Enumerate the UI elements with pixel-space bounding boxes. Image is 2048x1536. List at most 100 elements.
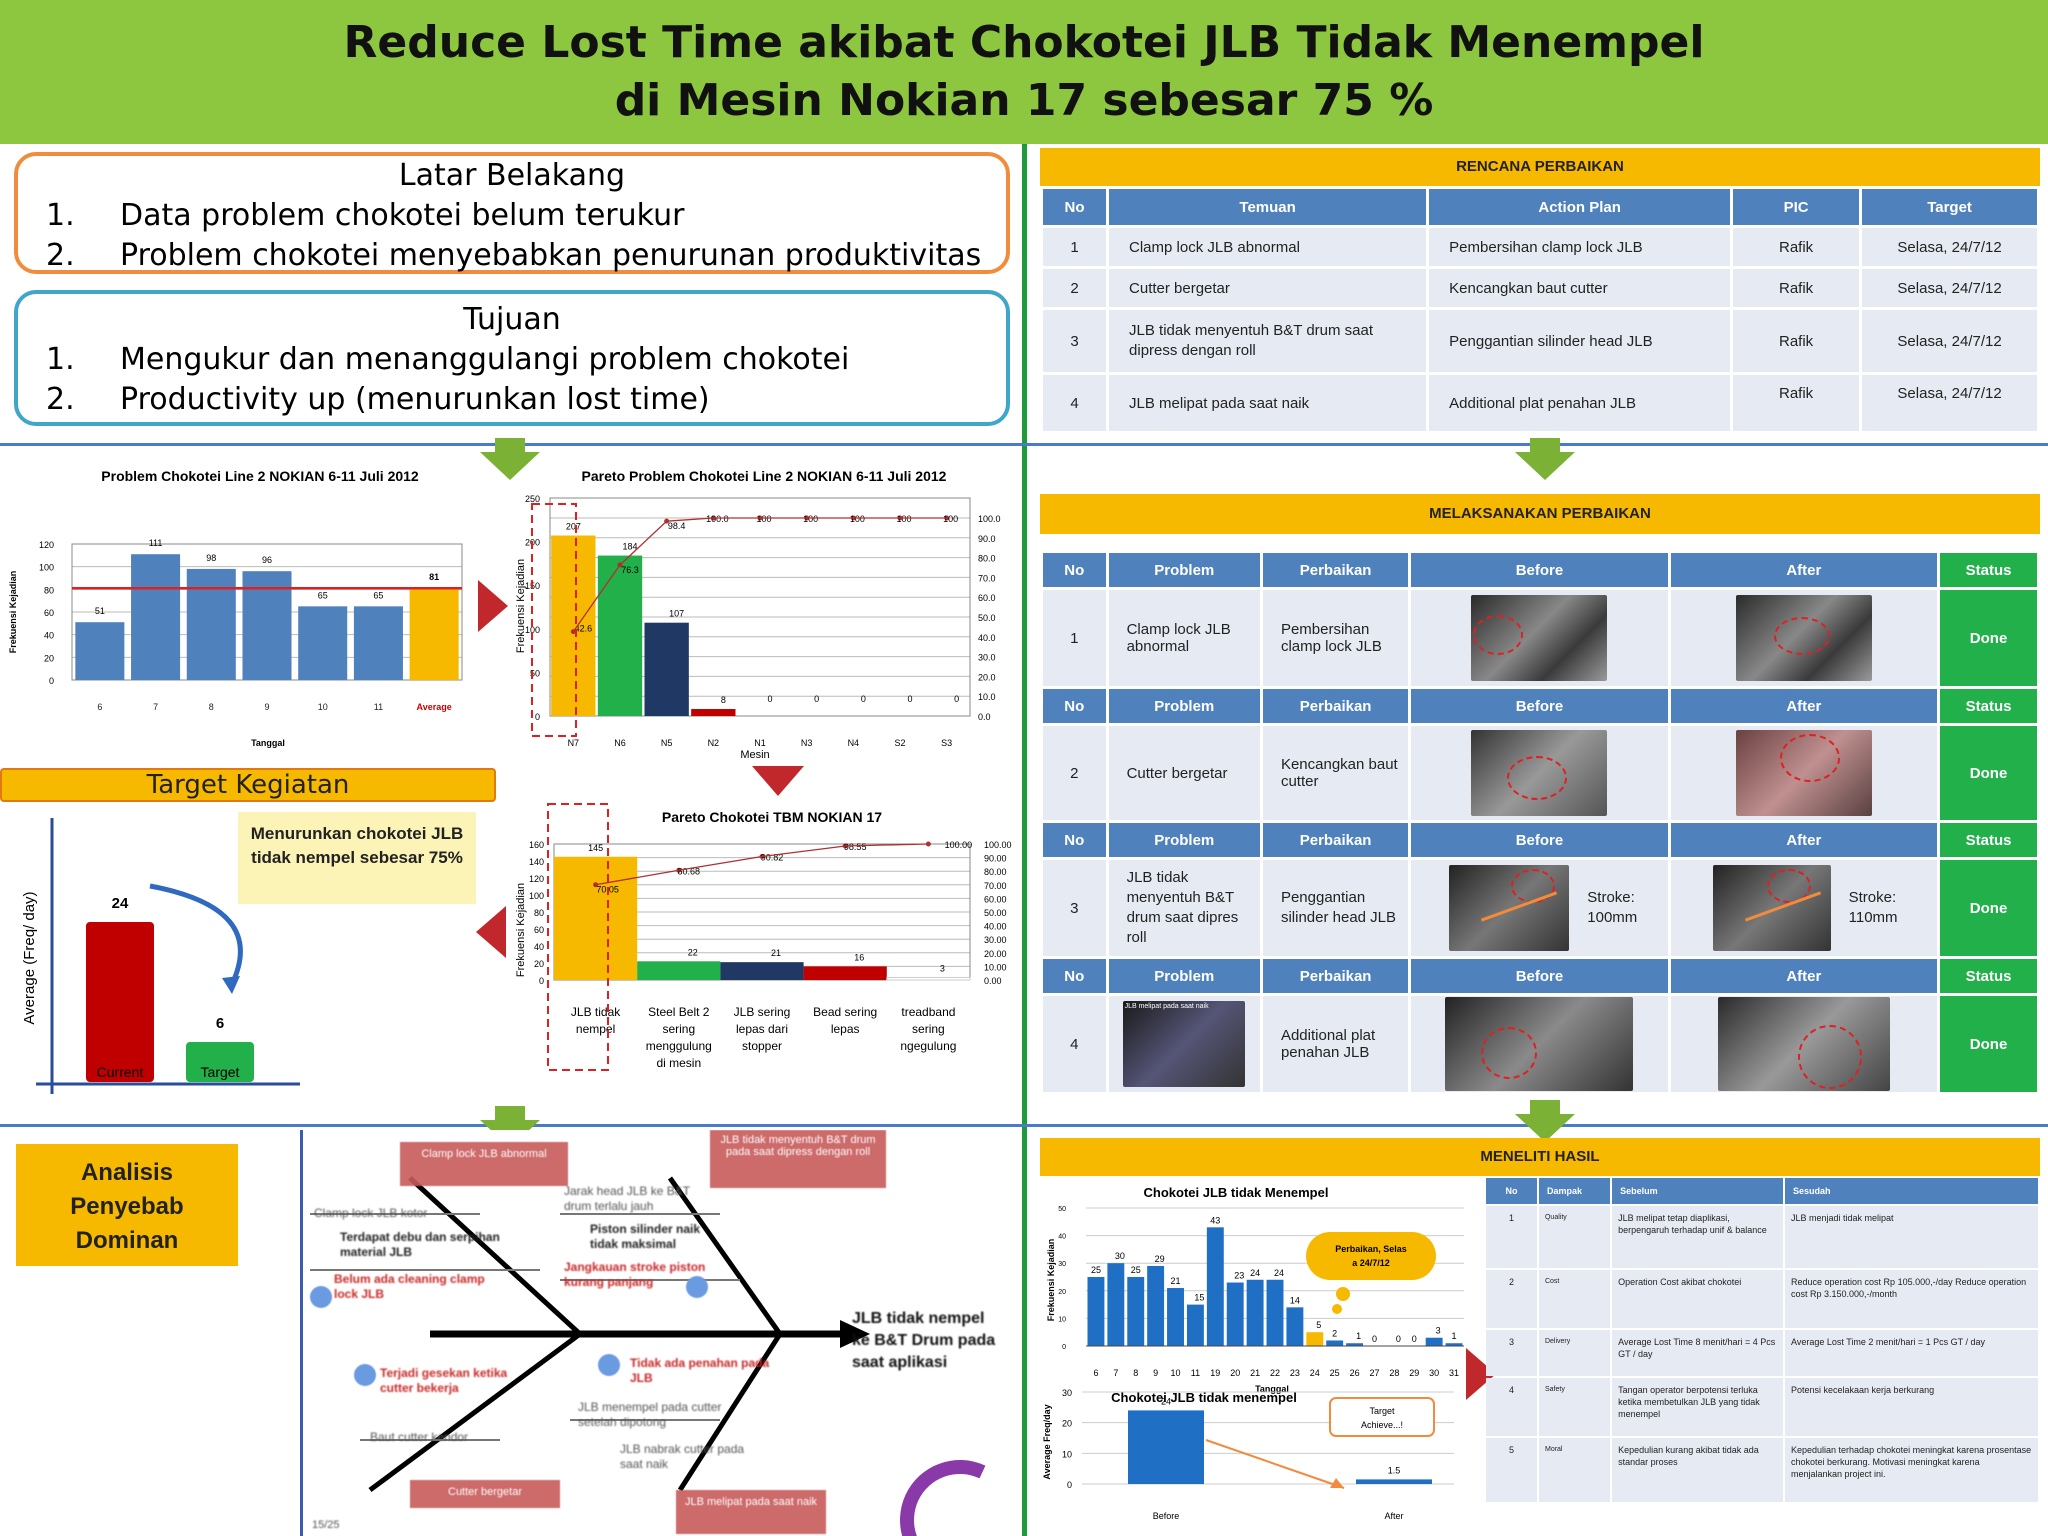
red-down-arrow bbox=[752, 766, 804, 796]
chart-problem-chokotei-line2: Problem Chokotei Line 2 NOKIAN 6-11 Juli… bbox=[8, 468, 463, 748]
col-header: Temuan bbox=[1109, 189, 1427, 225]
cumulative-label: 100 bbox=[896, 514, 911, 524]
y-tick-label: 0 bbox=[1067, 1480, 1072, 1490]
x-tick-label: S2 bbox=[894, 738, 905, 748]
chart-pareto-line2: Pareto Problem Chokotei Line 2 NOKIAN 6-… bbox=[515, 468, 1001, 761]
data-label: 16 bbox=[854, 952, 864, 962]
bar bbox=[186, 568, 236, 680]
bar bbox=[1226, 1282, 1244, 1346]
data-label: 0 bbox=[1372, 1334, 1377, 1344]
data-label: 15 bbox=[1194, 1293, 1204, 1303]
x-tick-label: JLB tidak bbox=[571, 1005, 621, 1019]
bar bbox=[637, 961, 721, 980]
cumulative-label: 42.6 bbox=[575, 624, 593, 634]
y-tick-label: 0 bbox=[539, 976, 544, 986]
x-tick-label: stopper bbox=[742, 1039, 782, 1053]
latar-item: 2.Problem chokotei menyebabkan penurunan… bbox=[46, 238, 982, 273]
tujuan-item: 2.Productivity up (menurunkan lost time) bbox=[46, 382, 710, 417]
data-label: 0 bbox=[954, 694, 959, 704]
bar bbox=[597, 555, 643, 716]
y-tick-label: 0 bbox=[49, 676, 54, 686]
x-axis-title: Tanggal bbox=[1255, 1384, 1289, 1394]
y2-tick-label: 10.0 bbox=[978, 692, 996, 702]
trend-arrow bbox=[1205, 1439, 1345, 1489]
x-tick-label: Bead sering bbox=[813, 1005, 877, 1019]
fishbone-box: JLB melipat pada saat naik bbox=[676, 1490, 826, 1534]
data-label: 0 bbox=[1412, 1334, 1417, 1344]
cumulative-point bbox=[593, 882, 599, 888]
red-left-arrow bbox=[476, 906, 506, 958]
y2-tick-label: 50.0 bbox=[978, 613, 996, 623]
bar bbox=[1306, 1332, 1324, 1346]
x-tick-label: ngegulung bbox=[900, 1039, 956, 1053]
after-photo bbox=[1717, 997, 1890, 1091]
data-label: 43 bbox=[1210, 1215, 1220, 1225]
data-label: 25 bbox=[1131, 1265, 1141, 1275]
y-tick-label: 80 bbox=[44, 585, 54, 595]
before-photo bbox=[1449, 865, 1570, 951]
page-title-line2: di Mesin Nokian 17 sebesar 75 % bbox=[614, 75, 1434, 126]
data-label: 207 bbox=[566, 521, 581, 531]
x-tick-label: Target bbox=[201, 1064, 240, 1080]
x-tick-label: treadband bbox=[901, 1005, 955, 1019]
fishbone-marker bbox=[686, 1276, 708, 1298]
x-tick-label: 9 bbox=[1153, 1368, 1158, 1378]
x-tick-label: 25 bbox=[1330, 1368, 1340, 1378]
chart-pareto-tbm-nokian17: Pareto Chokotei TBM NOKIAN 1702040608010… bbox=[515, 803, 1012, 1071]
after-photo bbox=[1712, 865, 1831, 951]
x-tick-label: S3 bbox=[941, 738, 952, 748]
fishbone-diagram: Clamp lock JLB abnormal JLB tidak menyen… bbox=[300, 1130, 1006, 1536]
bar bbox=[644, 622, 689, 716]
data-label: 8 bbox=[721, 695, 726, 705]
data-label: 107 bbox=[669, 609, 684, 619]
before-photo bbox=[1471, 730, 1608, 816]
bar bbox=[1127, 1277, 1145, 1346]
analisis-title: Analisis Penyebab Dominan bbox=[16, 1144, 238, 1266]
target-note: Menurunkan chokotei JLB tidak nempel seb… bbox=[238, 812, 476, 904]
green-down-arrow bbox=[1515, 1100, 1575, 1142]
data-label: 21 bbox=[771, 948, 781, 958]
bar bbox=[186, 1042, 254, 1082]
table-row: 3 JLB tidak menyentuh B&T drum saat dipr… bbox=[1043, 860, 2037, 956]
decrease-arrow bbox=[149, 883, 243, 986]
data-label: 6 bbox=[216, 1015, 224, 1032]
y-tick-label: 100 bbox=[529, 891, 544, 901]
fishbone-cause: JLB nabrak cutter pada saat naik bbox=[620, 1442, 745, 1471]
data-label: 0 bbox=[767, 694, 772, 704]
y2-tick-label: 40.0 bbox=[978, 633, 996, 643]
col-header: Target bbox=[1862, 189, 2037, 225]
after-photo bbox=[1735, 595, 1872, 681]
bar bbox=[691, 709, 736, 716]
bar bbox=[551, 535, 596, 716]
y2-tick-label: 40.00 bbox=[984, 922, 1007, 932]
latar-title: Latar Belakang bbox=[398, 158, 626, 193]
chart-title: Pareto Problem Chokotei Line 2 NOKIAN 6-… bbox=[582, 468, 947, 484]
y-tick-label: 250 bbox=[525, 494, 540, 504]
cumulative-label: 80.68 bbox=[678, 866, 701, 876]
red-right-arrow bbox=[478, 580, 508, 632]
cumulative-label: 100.00 bbox=[945, 840, 973, 850]
latar-item: 1.Data problem chokotei belum terukur bbox=[46, 198, 685, 233]
page-title-line1: Reduce Lost Time akibat Chokotei JLB Tid… bbox=[343, 17, 1705, 68]
x-tick-label: 23 bbox=[1290, 1368, 1300, 1378]
data-label: 30 bbox=[1115, 1251, 1125, 1261]
table-header-row: No Temuan Action Plan PIC Target bbox=[1043, 189, 2037, 225]
y-axis-title: Average (Freq/ day) bbox=[21, 891, 38, 1024]
bar bbox=[1087, 1277, 1105, 1346]
bar bbox=[86, 922, 154, 1082]
x-tick-label: After bbox=[1384, 1511, 1403, 1521]
cumulative-label: 100.0 bbox=[706, 514, 729, 524]
bar bbox=[1128, 1410, 1204, 1484]
fishbone-cause: Baut cutter kendor bbox=[370, 1430, 469, 1444]
y2-tick-label: 90.0 bbox=[978, 534, 996, 544]
y-tick-label: 30 bbox=[1062, 1388, 1072, 1398]
y-tick-label: 10 bbox=[1058, 1316, 1066, 1323]
x-tick-label: N6 bbox=[614, 738, 626, 748]
bar bbox=[1356, 1479, 1432, 1484]
y2-tick-label: 100.00 bbox=[984, 840, 1012, 850]
x-axis-title: Tanggal bbox=[251, 738, 285, 748]
